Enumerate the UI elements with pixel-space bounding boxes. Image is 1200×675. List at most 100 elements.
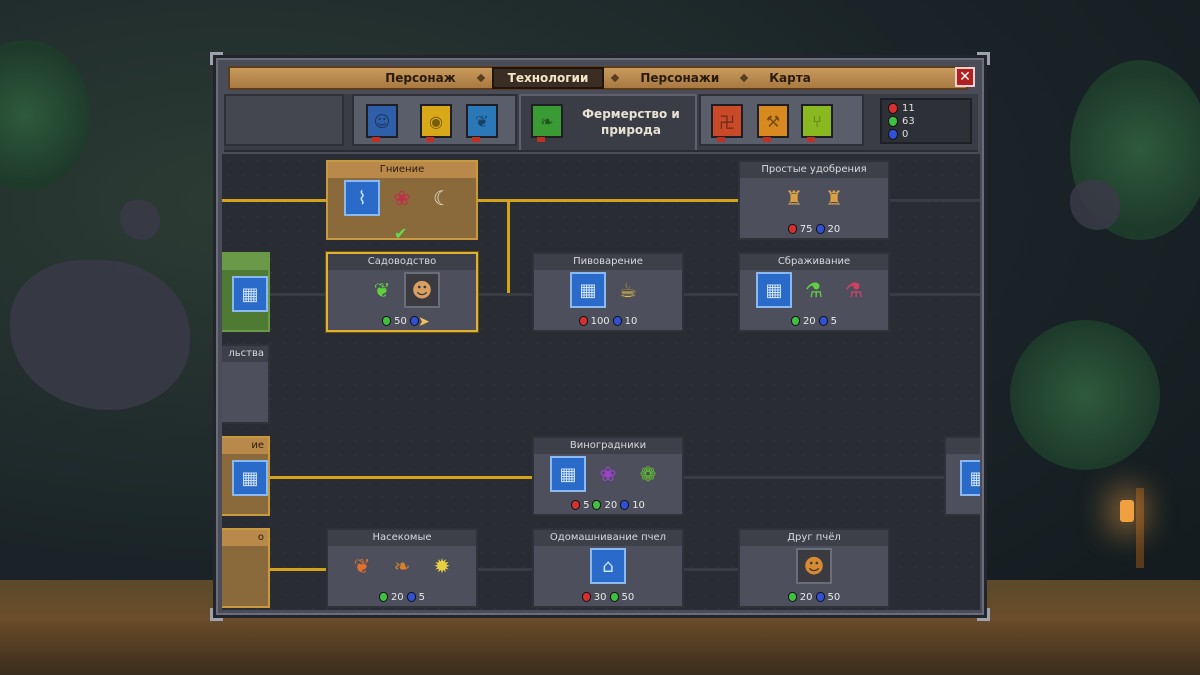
potion-green-icon: ⚗ bbox=[805, 278, 823, 302]
tab-separator bbox=[476, 73, 485, 83]
currency-value: 0 bbox=[902, 129, 909, 140]
category-farming-nature[interactable]: ❧ Фермерство и природа bbox=[519, 94, 697, 150]
green-gem-icon bbox=[609, 592, 619, 602]
category-title: Фермерство и природа bbox=[582, 107, 680, 137]
cost-value: 20 bbox=[802, 315, 816, 327]
node-icons: ♜ ♜ bbox=[740, 180, 888, 218]
category-group-left: ☺ ◉ ❦ bbox=[352, 94, 517, 146]
close-button[interactable]: ✕ bbox=[955, 67, 975, 87]
tech-node-edge[interactable]: о bbox=[222, 528, 270, 608]
connector bbox=[684, 293, 738, 296]
top-tab-bar: Персонаж Технологии Персонажи Карта bbox=[228, 66, 968, 90]
node-title: ие bbox=[222, 438, 268, 454]
node-icons: ▦ ⚗ ⚗ bbox=[740, 272, 888, 310]
cost-value: 5 bbox=[830, 315, 838, 327]
node-title: Сбраживание bbox=[740, 254, 888, 270]
tech-node-bee-friend[interactable]: Друг пчёл ☻ 20 50 bbox=[738, 528, 890, 608]
blue-gem-icon bbox=[409, 316, 419, 326]
red-gem-icon bbox=[888, 103, 898, 114]
connector bbox=[890, 199, 980, 202]
tab-characters[interactable]: Персонажи bbox=[640, 71, 720, 85]
node-icons: ❦ ❧ ✹ bbox=[328, 548, 476, 586]
currency-panel: 11 63 0 bbox=[880, 98, 972, 144]
category-feather-icon[interactable]: ❦ bbox=[466, 104, 498, 142]
tab-character[interactable]: Персонаж bbox=[385, 71, 456, 85]
tab-technologies[interactable]: Технологии bbox=[491, 67, 605, 89]
node-icons: ▦ ❀ ❁ bbox=[534, 456, 682, 494]
blueprint-icon: ▦ bbox=[232, 276, 268, 312]
node-cost: 20 5 bbox=[740, 314, 888, 328]
blue-gem-icon bbox=[612, 316, 622, 326]
tab-map[interactable]: Карта bbox=[769, 71, 811, 85]
corner-bracket bbox=[977, 52, 990, 65]
tech-node-edge[interactable]: ие ▦ bbox=[222, 436, 270, 516]
blue-gem-icon bbox=[818, 316, 828, 326]
node-icons: ⌂ bbox=[534, 548, 682, 586]
mouse-cursor-icon: ➤ bbox=[418, 314, 430, 330]
berries-icon: ❀ bbox=[393, 186, 411, 210]
node-cost: 20 50 bbox=[740, 590, 888, 604]
tech-node-gardening[interactable]: Садоводство ❦ ☻ 50 ➤ bbox=[326, 252, 478, 332]
category-tools-icon[interactable]: ⚒ bbox=[757, 104, 789, 142]
connector bbox=[478, 568, 532, 571]
tech-node-bee-domestication[interactable]: Одомашнивание пчел ⌂ 30 50 bbox=[532, 528, 684, 608]
node-cost: 75 20 bbox=[740, 222, 888, 236]
tech-node-rotting[interactable]: Гниение ⌇ ❀ ☾ ✔ bbox=[326, 160, 478, 243]
tech-node-edge[interactable]: льства bbox=[222, 344, 270, 424]
tech-node-fermentation[interactable]: Сбраживание ▦ ⚗ ⚗ 20 5 bbox=[738, 252, 890, 332]
connector bbox=[507, 199, 510, 294]
blueprint-icon: ▦ bbox=[960, 460, 980, 496]
node-title: Виноградники bbox=[534, 438, 682, 454]
map-icon: ⌇ bbox=[344, 180, 380, 216]
category-eye-icon[interactable]: ◉ bbox=[420, 104, 452, 142]
node-icons: ❦ ☻ bbox=[328, 272, 476, 310]
tech-node-vineyards[interactable]: Виноградники ▦ ❀ ❁ 5 20 10 bbox=[532, 436, 684, 516]
category-brain-icon[interactable]: ☺ bbox=[366, 104, 398, 142]
green-gem-icon bbox=[592, 500, 602, 510]
moth-icon: ❧ bbox=[393, 554, 411, 578]
blue-gem-icon bbox=[620, 500, 630, 510]
category-group-right: 卍 ⚒ ⑂ bbox=[699, 94, 864, 146]
node-cost: 50 bbox=[328, 314, 476, 328]
cost-value: 5 bbox=[418, 591, 426, 603]
category-bar: ☺ ◉ ❦ ❧ Фермерство и природа 卍 ⚒ ⑂ 11 63… bbox=[224, 94, 978, 152]
cost-value: 20 bbox=[604, 499, 618, 511]
category-fork-icon[interactable]: ⑂ bbox=[801, 104, 833, 142]
category-stone-icon[interactable]: 卍 bbox=[711, 104, 743, 142]
tech-node-edge[interactable]: ▦ bbox=[944, 436, 980, 516]
fertilizer-bag-icon: ♜ bbox=[785, 186, 803, 210]
node-title: Насекомые bbox=[328, 530, 476, 546]
node-title bbox=[946, 438, 980, 454]
node-title: Простые удобрения bbox=[740, 162, 888, 178]
tech-tree[interactable]: ▦ льства ие ▦ о ▦ Гниение ⌇ ❀ ☾ ✔ С bbox=[222, 154, 980, 610]
beekeeper-icon: ☻ bbox=[796, 548, 832, 584]
node-title: Гниение bbox=[328, 162, 476, 178]
tech-node-edge[interactable]: ▦ bbox=[222, 252, 270, 332]
bg-tree bbox=[1010, 320, 1160, 470]
blueprint-icon: ▦ bbox=[232, 460, 268, 496]
tech-node-brewing[interactable]: Пивоварение ▦ ☕ 100 10 bbox=[532, 252, 684, 332]
cost-value: 30 bbox=[593, 591, 607, 603]
green-gem-icon bbox=[787, 592, 797, 602]
plant-book-icon: ❦ bbox=[373, 278, 391, 302]
connector bbox=[270, 568, 326, 571]
blueprint-icon: ⌂ bbox=[590, 548, 626, 584]
potion-red-icon: ⚗ bbox=[845, 278, 863, 302]
node-title: льства bbox=[222, 346, 268, 362]
node-icons: ☻ bbox=[740, 548, 888, 586]
larva-icon: ☾ bbox=[433, 186, 451, 210]
tech-node-insects[interactable]: Насекомые ❦ ❧ ✹ 20 5 bbox=[326, 528, 478, 608]
bg-tree bbox=[0, 40, 90, 190]
green-gem-icon bbox=[382, 316, 392, 326]
connector bbox=[890, 293, 980, 296]
connector bbox=[478, 199, 738, 202]
blue-gem-icon bbox=[815, 224, 825, 234]
blueprint-icon: ▦ bbox=[756, 272, 792, 308]
blueprint-icon: ▦ bbox=[550, 456, 586, 492]
tech-node-simple-fertilizers[interactable]: Простые удобрения ♜ ♜ 75 20 bbox=[738, 160, 890, 240]
corner-bracket bbox=[210, 608, 223, 621]
cost-value: 50 bbox=[827, 591, 841, 603]
corner-bracket bbox=[977, 608, 990, 621]
currency-green: 63 bbox=[888, 115, 964, 128]
red-gem-icon bbox=[581, 592, 591, 602]
